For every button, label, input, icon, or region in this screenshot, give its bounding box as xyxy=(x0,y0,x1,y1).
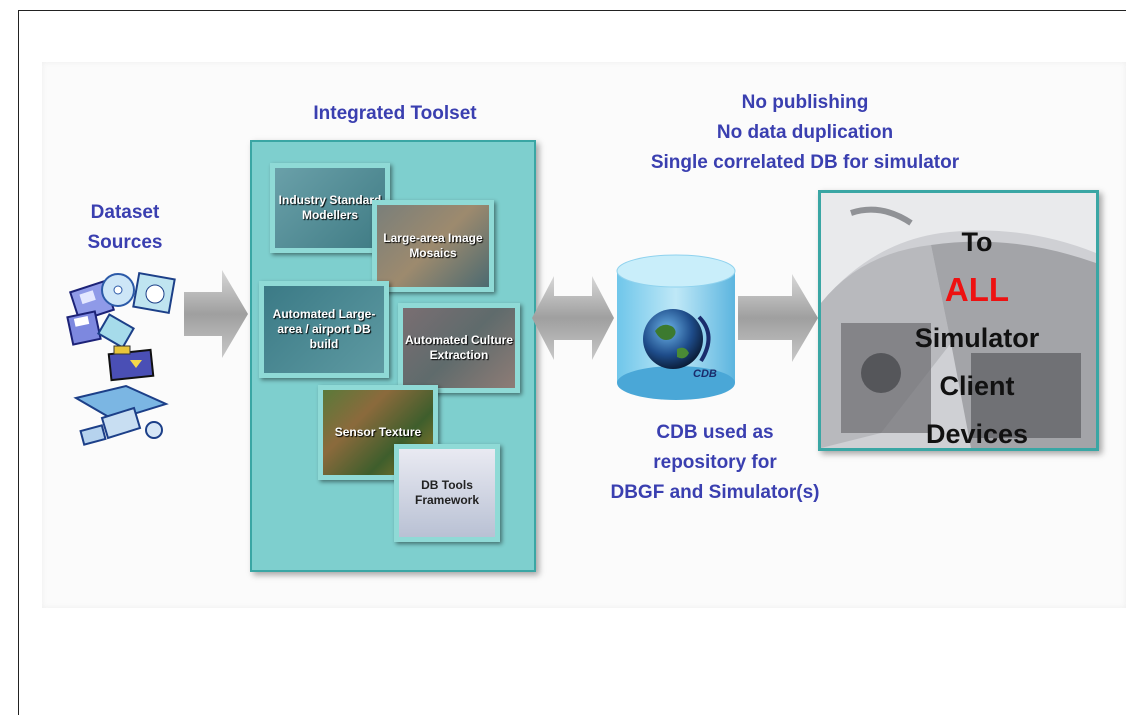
toolset-title: Integrated Toolset xyxy=(313,103,477,124)
tile-image-mosaics: Large-area Image Mosaics xyxy=(372,200,494,292)
cdb-icon-label: CDB xyxy=(693,368,717,380)
sim-line-to: To xyxy=(961,227,993,257)
map-folder-icon xyxy=(107,345,155,382)
cdb-caption: CDB used as repository for DBGF and Simu… xyxy=(570,418,860,508)
note-single-db: Single correlated DB for simulator xyxy=(650,152,960,173)
cdb-caption-line3: DBGF and Simulator(s) xyxy=(610,482,820,503)
arrow-toolset-cdb xyxy=(532,276,614,360)
arrow-cdb-to-simulator xyxy=(738,274,818,362)
note-no-publishing: No publishing xyxy=(741,92,869,113)
sim-line-all: ALL xyxy=(944,271,1010,308)
cdb-cylinder-icon: CDB xyxy=(616,254,736,400)
chip-icon xyxy=(97,313,135,349)
cdb-caption-line2: repository for xyxy=(653,452,777,473)
cockpit-picture xyxy=(821,193,1096,448)
sim-line-client: Client xyxy=(939,371,1015,401)
earth-icon xyxy=(643,309,703,369)
tile-culture-extraction: Automated Culture Extraction xyxy=(398,303,520,393)
benefits-notes: No publishing No data duplication Single… xyxy=(590,88,1020,178)
dataset-sources-line1: Dataset xyxy=(90,202,160,223)
dataset-icons xyxy=(66,271,176,446)
simulator-image xyxy=(818,190,1099,451)
tile-db-tools-framework: DB Tools Framework xyxy=(394,444,500,542)
slide-frame xyxy=(18,10,1126,715)
arrow-sources-to-toolset xyxy=(184,270,248,358)
cd-case-icon xyxy=(132,271,176,315)
cdb-caption-line1: CDB used as xyxy=(656,422,774,443)
sim-line-simulator: Simulator xyxy=(914,323,1040,353)
floppy-icon xyxy=(66,310,102,346)
cd-icon xyxy=(101,273,135,307)
tile-automated-db-build: Automated Large-area / airport DB build xyxy=(259,281,389,378)
dataset-sources-line2: Sources xyxy=(87,232,163,253)
simulator-text: To ALL Simulator Client Devices xyxy=(872,218,1082,458)
sim-line-devices: Devices xyxy=(925,419,1029,449)
note-no-duplication: No data duplication xyxy=(716,122,894,143)
cdb-database: CDB xyxy=(615,253,737,403)
network-device-icon xyxy=(73,384,169,446)
dataset-sources-label: Dataset Sources xyxy=(70,198,180,258)
